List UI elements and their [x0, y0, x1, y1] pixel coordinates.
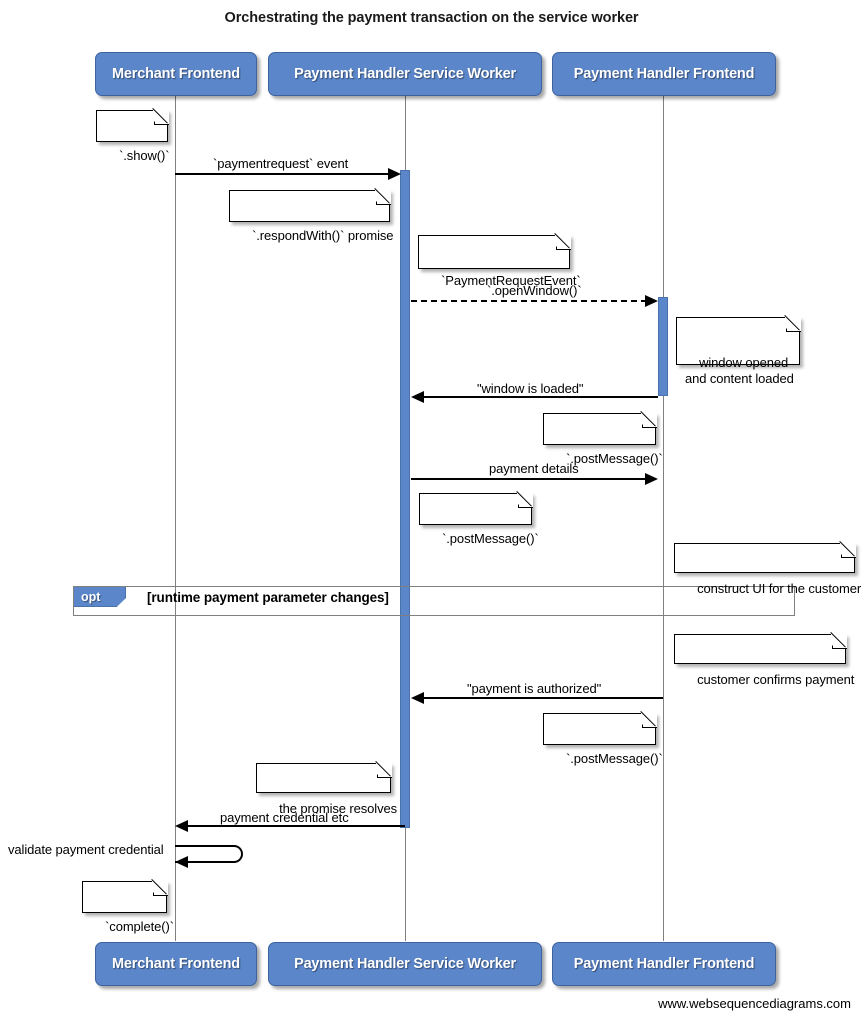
arrowhead-paymentrequest-event [388, 168, 401, 180]
message-line-payment-details [411, 478, 647, 480]
message-label-payment-credential-etc: payment credential etc [220, 810, 349, 825]
participant-label: Payment Handler Service Worker [294, 66, 516, 82]
participant-payment-handler-service-worker-bottom[interactable]: Payment Handler Service Worker [268, 942, 542, 986]
note-show: `.show()` [96, 108, 170, 163]
note-postmessage-2: `.postMessage()` [419, 491, 539, 546]
arrowhead-open-window [645, 295, 658, 307]
note-respondwith-promise: `.respondWith()` promise [229, 188, 394, 243]
note-fold-icon [375, 188, 391, 205]
activation-bar-handler-frontend [658, 297, 668, 396]
note-fold-icon [517, 491, 533, 508]
participant-merchant-frontend-bottom[interactable]: Merchant Frontend [95, 942, 257, 986]
note-fold-icon [152, 879, 168, 896]
note-postmessage-1: `.postMessage()` [543, 411, 663, 466]
message-line-window-is-loaded [424, 396, 658, 398]
note-fold-icon [831, 632, 847, 649]
participant-payment-handler-service-worker-top[interactable]: Payment Handler Service Worker [268, 52, 542, 96]
activation-bar-service-worker [400, 170, 410, 828]
participant-label: Payment Handler Frontend [573, 66, 755, 82]
note-fold-icon [641, 711, 657, 728]
note-customer-confirms: customer confirms payment [674, 632, 854, 687]
selfloop-validate-payment-credential [175, 845, 243, 863]
note-fold-icon [153, 108, 169, 125]
note-paymentrequestevent: `PaymentRequestEvent` [418, 233, 581, 288]
footer-attribution: www.websequencediagrams.com [658, 996, 851, 1011]
message-line-payment-credential-etc [188, 825, 405, 827]
participant-label: Payment Handler Frontend [573, 956, 755, 972]
note-fold-icon [785, 315, 801, 332]
message-line-payment-is-authorized [424, 697, 663, 699]
participant-payment-handler-frontend-bottom[interactable]: Payment Handler Frontend [552, 942, 776, 986]
message-label-open-window: `.openWindow()` [487, 283, 582, 298]
page-title: Orchestrating the payment transaction on… [224, 10, 639, 26]
note-window-opened: window opened and content loaded [676, 315, 801, 386]
lifeline-payment-handler-frontend [663, 96, 664, 941]
note-promise-resolves: the promise resolves [256, 761, 397, 816]
note-complete: `complete()` [82, 879, 174, 934]
note-construct-ui: construct UI for the customer [674, 541, 861, 596]
message-label-payment-details: payment details [489, 461, 579, 476]
participant-label: Merchant Frontend [112, 66, 240, 82]
arrowhead-validate-payment-credential [175, 856, 188, 868]
note-fold-icon [555, 233, 571, 250]
opt-fragment-condition: [runtime payment parameter changes] [147, 590, 389, 605]
note-postmessage-3: `.postMessage()` [543, 711, 663, 766]
opt-fragment-kind: opt [81, 589, 101, 604]
participant-label: Merchant Frontend [112, 956, 240, 972]
lifeline-merchant-frontend [175, 96, 176, 941]
message-label-validate-payment-credential: validate payment credential [8, 842, 164, 857]
opt-fragment: opt [73, 586, 795, 616]
message-label-paymentrequest-event: `paymentrequest` event [213, 156, 349, 171]
note-fold-icon [840, 541, 856, 558]
arrowhead-payment-details [645, 473, 658, 485]
message-label-window-is-loaded: "window is loaded" [477, 381, 584, 396]
arrowhead-payment-credential-etc [175, 820, 188, 832]
participant-merchant-frontend-top[interactable]: Merchant Frontend [95, 52, 257, 96]
participant-label: Payment Handler Service Worker [294, 956, 516, 972]
message-label-payment-is-authorized: "payment is authorized" [467, 681, 602, 696]
note-fold-icon [376, 761, 392, 778]
message-line-open-window [411, 300, 647, 302]
arrowhead-payment-is-authorized [411, 692, 424, 704]
note-fold-icon [641, 411, 657, 428]
participant-payment-handler-frontend-top[interactable]: Payment Handler Frontend [552, 52, 776, 96]
arrowhead-window-is-loaded [411, 391, 424, 403]
message-line-paymentrequest-event [175, 173, 389, 175]
opt-fragment-tab: opt [74, 587, 126, 607]
